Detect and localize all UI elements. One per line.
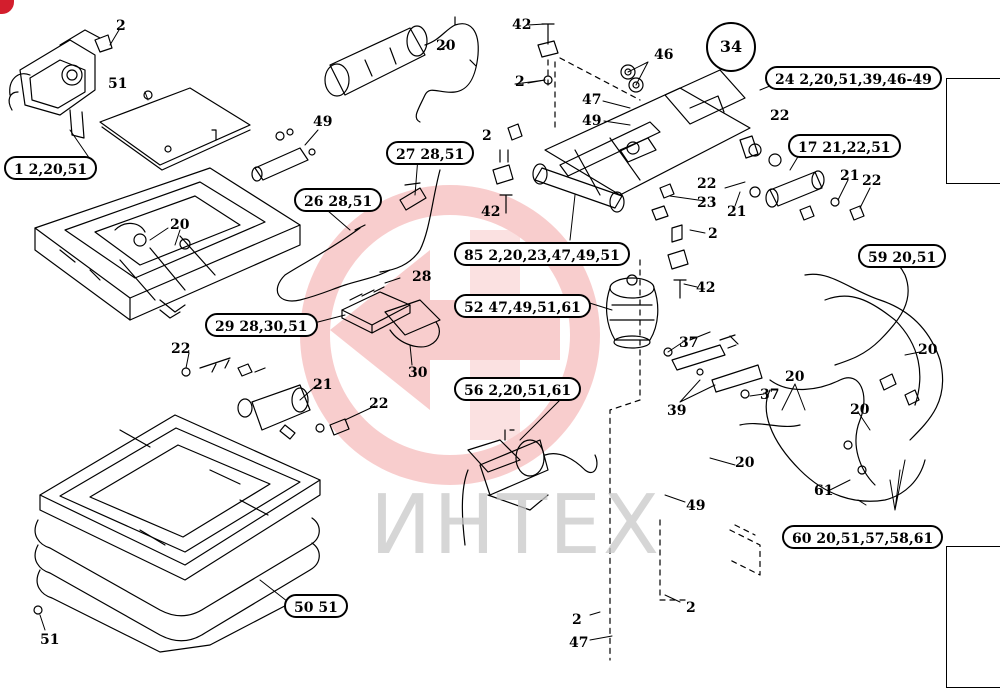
label-21: 21 (840, 168, 860, 184)
part-valve-29 (341, 286, 441, 348)
label-22: 22 (171, 341, 191, 357)
part-air-spring-52 (605, 274, 673, 357)
callout-item-59[interactable]: 59 20,51 (858, 244, 947, 268)
watermark-logo (300, 185, 600, 485)
callout-item-50[interactable]: 50 51 (284, 594, 348, 618)
callout-item-1[interactable]: 1 2,20,51 (4, 156, 98, 180)
callout-item-56[interactable]: 56 2,20,51,61 (454, 377, 582, 401)
callout-item-26[interactable]: 26 28,51 (294, 188, 383, 212)
label-22: 22 (697, 176, 717, 192)
part-left-fasteners (181, 357, 350, 440)
callout-item-85[interactable]: 85 2,20,23,47,49,51 (454, 242, 630, 266)
label-51: 51 (40, 632, 60, 648)
label-20: 20 (918, 342, 938, 358)
label-2: 2 (515, 74, 525, 90)
diagram-number: 34 (706, 22, 756, 72)
label-20: 20 (785, 369, 805, 385)
part-cable-26 (276, 224, 391, 302)
label-42: 42 (696, 280, 716, 296)
label-49: 49 (313, 114, 333, 130)
label-37: 37 (760, 387, 780, 403)
label-2: 2 (686, 600, 696, 616)
callout-item-60[interactable]: 60 20,51,57,58,61 (782, 525, 944, 549)
label-21: 21 (313, 377, 333, 393)
label-49: 49 (582, 113, 602, 129)
label-37: 37 (679, 335, 699, 351)
label-22: 22 (369, 396, 389, 412)
label-39: 39 (667, 403, 687, 419)
label-30: 30 (408, 365, 428, 381)
part-top-plate (99, 87, 251, 171)
label-20: 20 (170, 217, 190, 233)
alignment-lines (547, 57, 761, 661)
part-wiring-harness (739, 248, 944, 502)
part-compressor-56 (461, 429, 598, 546)
callout-item-29[interactable]: 29 28,30,51 (205, 313, 318, 337)
callout-item-52[interactable]: 52 47,49,51,61 (454, 294, 591, 318)
part-valve-39 (671, 331, 763, 399)
label-47: 47 (582, 92, 602, 108)
label-46: 46 (654, 47, 674, 63)
label-47: 47 (569, 635, 589, 651)
label-49: 49 (686, 498, 706, 514)
callout-item-27[interactable]: 27 28,51 (386, 141, 475, 165)
part-bellows-base (33, 414, 321, 653)
watermark-text: ИНТЕХ (370, 478, 662, 573)
label-61: 61 (814, 483, 834, 499)
label-20: 20 (436, 38, 456, 54)
label-42: 42 (481, 204, 501, 220)
part-seat-frame (34, 167, 301, 321)
label-20: 20 (735, 455, 755, 471)
label-51: 51 (108, 76, 128, 92)
part-shock-17 (749, 170, 865, 221)
part-air-tank (324, 16, 479, 123)
label-22: 22 (770, 108, 790, 124)
label-22: 22 (862, 173, 882, 189)
side-panel-top (946, 78, 1000, 184)
callout-item-24[interactable]: 24 2,20,51,39,46-49 (765, 66, 942, 90)
part-mechanism-top-left (8, 29, 113, 139)
label-21: 21 (727, 204, 747, 220)
label-2: 2 (708, 226, 718, 242)
label-23: 23 (697, 195, 717, 211)
label-2: 2 (572, 612, 582, 628)
part-shaft-49 (251, 128, 316, 182)
part-cable-27 (379, 169, 441, 273)
part-scissor-linkage (532, 64, 782, 221)
callout-item-17[interactable]: 17 21,22,51 (788, 134, 901, 158)
label-28: 28 (412, 269, 432, 285)
label-2: 2 (482, 128, 492, 144)
label-42: 42 (512, 17, 532, 33)
part-bolts-42 (492, 23, 689, 299)
side-panel-bottom (946, 546, 1000, 688)
label-2: 2 (116, 18, 126, 34)
label-20: 20 (850, 402, 870, 418)
